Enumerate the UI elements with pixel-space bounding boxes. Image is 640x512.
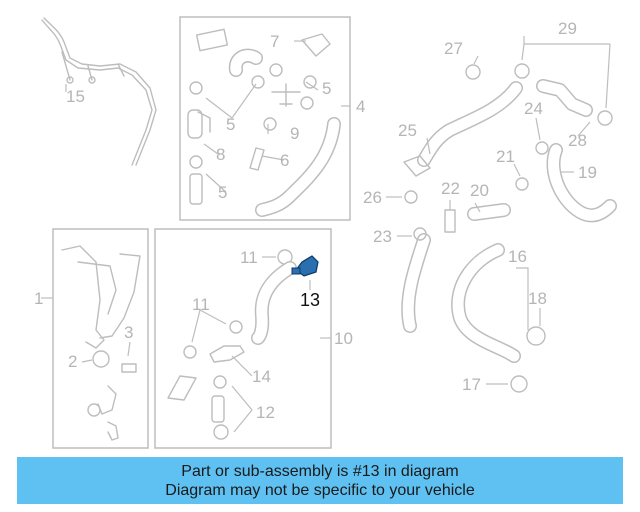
part-13-highlighted [291, 255, 319, 277]
callout-21: 21 [496, 147, 515, 166]
callout-17: 17 [462, 375, 481, 394]
callout-8: 8 [216, 145, 225, 164]
banner-line-1: Part or sub-assembly is #13 in diagram [181, 462, 459, 480]
callout-16: 16 [508, 247, 527, 266]
callout-1: 1 [34, 289, 43, 308]
callout-3: 3 [124, 323, 133, 342]
callout-28: 28 [568, 131, 587, 150]
callout-23: 23 [373, 227, 392, 246]
group-1-parts [61, 245, 141, 441]
callout-29: 29 [558, 19, 577, 38]
callout-26: 26 [363, 188, 382, 207]
right-side-parts [401, 63, 617, 393]
group-10-parts [167, 249, 297, 440]
leader-lines [41, 36, 611, 433]
part-15-pipe-assembly [41, 17, 157, 166]
callout-5a: 5 [322, 79, 331, 98]
callout-13: 13 [300, 290, 320, 310]
callout-24: 24 [524, 99, 543, 118]
callout-5c: 5 [218, 183, 227, 202]
callout-11a: 11 [240, 248, 258, 267]
group-4-parts [187, 28, 341, 217]
banner-line-2: Diagram may not be specific to your vehi… [165, 481, 475, 499]
callout-4: 4 [356, 97, 365, 116]
callout-25: 25 [398, 121, 417, 140]
callout-15: 15 [66, 87, 85, 106]
callout-14: 14 [252, 367, 271, 386]
callout-7: 7 [270, 32, 279, 51]
callout-20: 20 [470, 181, 489, 200]
callout-5b: 5 [226, 115, 235, 134]
callout-2: 2 [68, 352, 77, 371]
callout-27: 27 [444, 39, 463, 58]
callout-11b: 11 [192, 295, 210, 314]
callout-6: 6 [280, 151, 289, 170]
callout-18: 18 [528, 289, 547, 308]
box-group-4 [179, 16, 351, 221]
box-group-1 [52, 228, 149, 449]
info-banner: Part or sub-assembly is #13 in diagram D… [17, 457, 623, 504]
callout-12: 12 [256, 403, 275, 422]
callout-19: 19 [578, 163, 597, 182]
callout-10: 10 [334, 329, 353, 348]
callout-9: 9 [290, 124, 299, 143]
callout-22: 22 [441, 179, 460, 198]
